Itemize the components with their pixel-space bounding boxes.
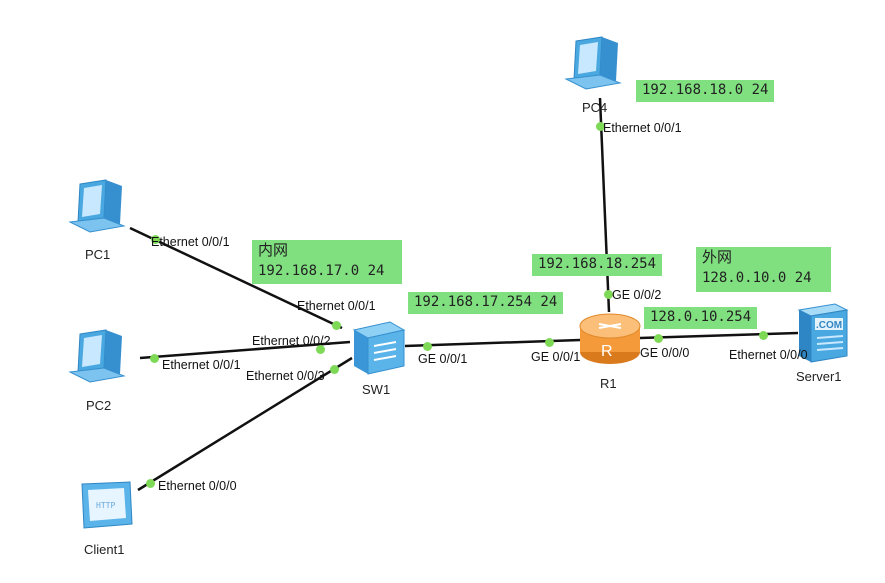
sw1-label: SW1: [362, 382, 391, 397]
client1-label: Client1: [84, 542, 125, 557]
svg-text:R: R: [601, 343, 613, 360]
port-dot-sw1-e1: [331, 320, 341, 330]
port-dot-pc2: [149, 353, 159, 363]
outer-network-subnet: 128.0.10.0 24: [702, 270, 812, 286]
pc2-icon[interactable]: [66, 328, 136, 384]
port-dot-r1-ge2: [603, 289, 613, 299]
port-label-sw1-ge: GE 0/0/1: [418, 352, 468, 366]
port-label-sw1-e3: Ethernet 0/0/3: [246, 369, 325, 383]
port-label-r1-ge2: GE 0/0/2: [612, 288, 662, 302]
port-dot-client1: [145, 478, 155, 488]
http-client-icon[interactable]: HTTP: [76, 480, 138, 532]
router-icon[interactable]: R: [577, 308, 643, 366]
pc4-network-label: 192.168.18.0 24: [636, 80, 775, 102]
port-label-pc1: Ethernet 0/0/1: [151, 235, 230, 249]
pc1-icon[interactable]: [66, 178, 136, 234]
port-label-sw1-e1: Ethernet 0/0/1: [297, 299, 376, 313]
outer-network-box: 外网 128.0.10.0 24: [696, 247, 831, 292]
switch-icon[interactable]: [350, 320, 408, 376]
link-pc1-sw1[interactable]: [129, 226, 343, 330]
port-label-r1-ge0: GE 0/0/0: [640, 346, 690, 360]
server1-label: Server1: [796, 369, 842, 384]
port-label-client1: Ethernet 0/0/0: [158, 479, 237, 493]
port-label-r1-ge1: GE 0/0/1: [531, 350, 581, 364]
link-pc2-sw1[interactable]: [139, 340, 351, 360]
gateway-17-label: 192.168.17.254 24: [408, 292, 564, 314]
link-r1-server1[interactable]: [639, 331, 799, 340]
port-label-server1: Ethernet 0/0/0: [729, 348, 808, 362]
inner-network-subnet: 192.168.17.0 24: [258, 263, 385, 279]
port-dot-sw1-e3: [329, 364, 339, 374]
port-dot-server1: [758, 330, 768, 340]
r1-label: R1: [600, 376, 617, 391]
port-dot-sw1-e2: [315, 344, 325, 354]
link-client1-sw1[interactable]: [137, 356, 353, 492]
port-dot-pc4: [595, 121, 605, 131]
gateway-128-label: 128.0.10.254: [644, 307, 758, 329]
inner-network-box: 内网 192.168.17.0 24: [252, 240, 402, 284]
server-icon[interactable]: .COM: [795, 302, 851, 364]
port-dot-pc1: [150, 234, 160, 244]
svg-text:HTTP: HTTP: [96, 501, 115, 510]
inner-network-title: 内网: [258, 241, 289, 259]
pc2-label: PC2: [86, 398, 112, 413]
port-label-sw1-e2: Ethernet 0/0/2: [252, 334, 331, 348]
outer-network-title: 外网: [702, 248, 733, 266]
pc1-label: PC1: [85, 247, 111, 262]
port-dot-sw1-ge: [422, 341, 432, 351]
port-label-pc4: Ethernet 0/0/1: [603, 121, 682, 135]
pc4-label: PC4: [582, 100, 608, 115]
gateway-18-label: 192.168.18.254: [532, 254, 663, 276]
port-label-pc2: Ethernet 0/0/1: [162, 358, 241, 372]
pc4-icon[interactable]: [562, 35, 632, 91]
svg-text:.COM: .COM: [816, 320, 842, 331]
port-dot-r1-ge0: [653, 333, 663, 343]
link-pc4-r1[interactable]: [598, 97, 611, 313]
port-dot-r1-ge1: [544, 337, 554, 347]
